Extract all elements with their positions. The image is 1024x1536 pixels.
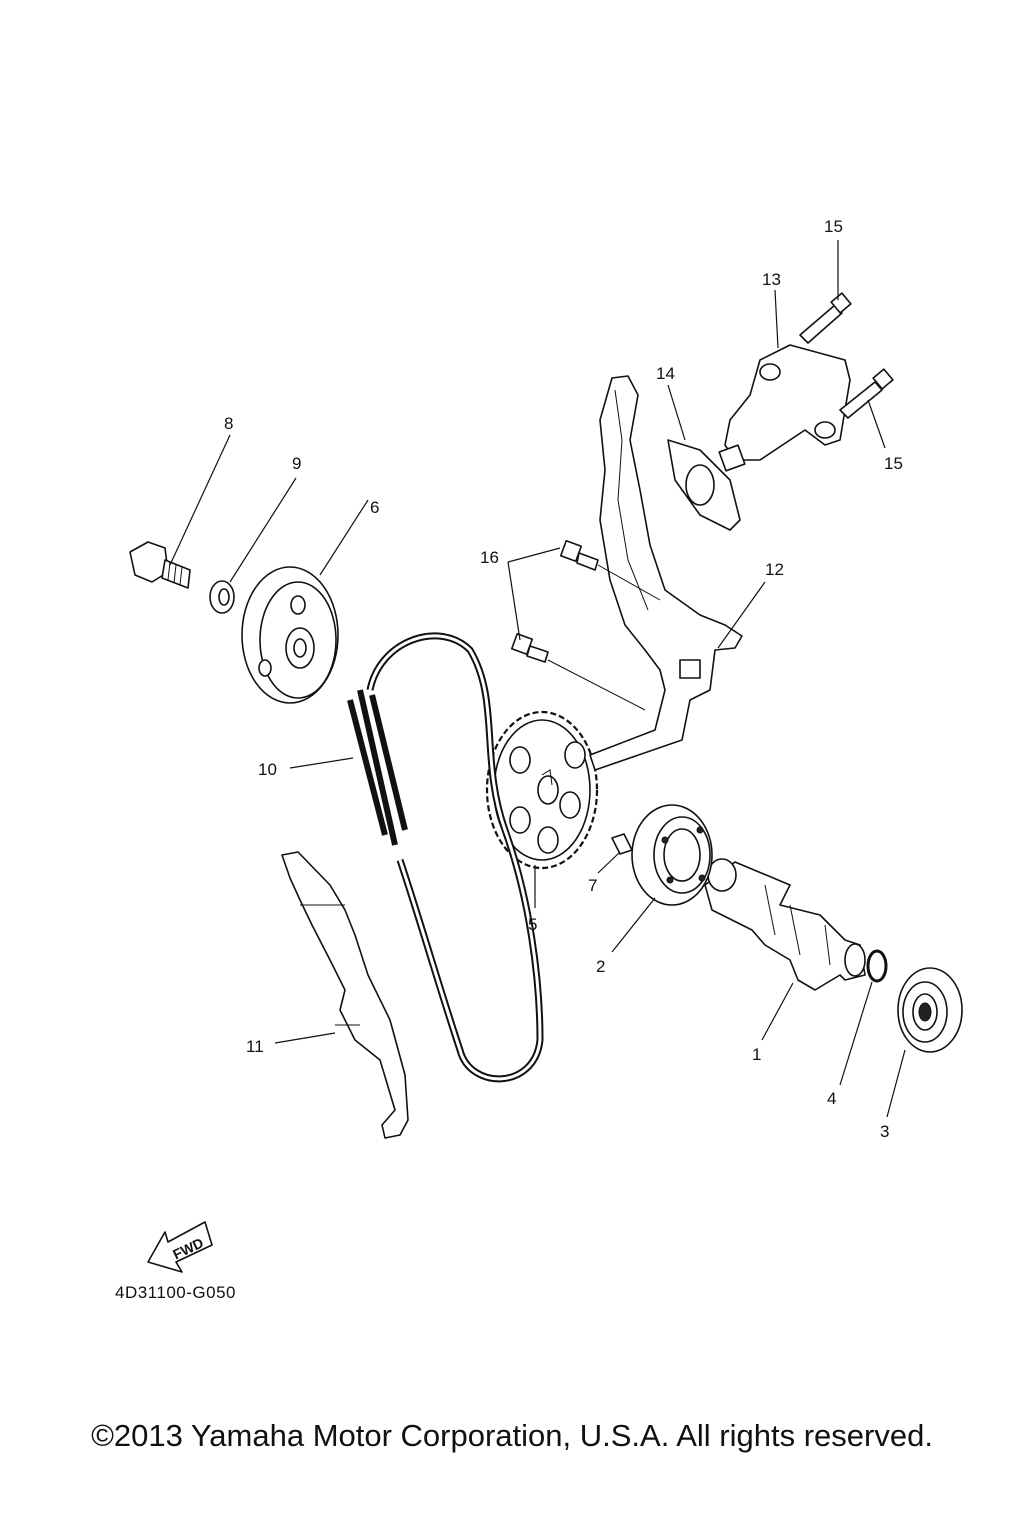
- washer: [209, 580, 235, 614]
- callout-7: 7: [588, 876, 597, 895]
- callout-2: 2: [596, 957, 605, 976]
- callout-4: 4: [827, 1089, 836, 1108]
- decompression-plate: [241, 566, 339, 704]
- callout-13: 13: [762, 270, 781, 289]
- bearing-left: [631, 804, 713, 906]
- callout-15-lower: 15: [884, 454, 903, 473]
- guide-bolt-upper: [559, 539, 599, 571]
- forward-arrow-icon: FWD: [147, 1221, 213, 1273]
- cam-chain: [347, 632, 544, 1083]
- callout-5: 5: [528, 915, 537, 934]
- diagram-code: 4D31100-G050: [115, 1283, 236, 1302]
- chain-guide-rear: [589, 375, 743, 771]
- gasket: [667, 439, 741, 531]
- leader-lines: [169, 240, 906, 1118]
- chain-tensioner: [718, 344, 851, 472]
- dowel-pin: [611, 833, 633, 855]
- bolt-upper: [799, 292, 852, 344]
- cam-sprocket: [485, 710, 599, 870]
- callout-11: 11: [246, 1037, 264, 1056]
- callout-15-upper: 15: [824, 217, 843, 236]
- callout-6: 6: [370, 498, 379, 517]
- guide-bolt-lower: [510, 632, 549, 663]
- callout-14: 14: [656, 364, 675, 383]
- callout-1: 1: [752, 1045, 761, 1064]
- callout-9: 9: [292, 454, 301, 473]
- callout-10: 10: [258, 760, 277, 779]
- chain-guide-front: [281, 851, 409, 1139]
- o-ring: [866, 949, 888, 983]
- callout-12: 12: [765, 560, 784, 579]
- camshaft: [704, 858, 866, 991]
- callout-3: 3: [880, 1122, 889, 1141]
- callout-labels: 1 2 3 4 5 6 7 8 9 10 11 12 13 14 15 15 1…: [224, 217, 903, 1141]
- callout-16: 16: [480, 548, 499, 567]
- sprocket-bolt: [129, 541, 191, 589]
- bearing-right: [897, 967, 963, 1053]
- bolt-lower: [839, 368, 894, 419]
- callout-8: 8: [224, 414, 233, 433]
- copyright-notice: ©2013 Yamaha Motor Corporation, U.S.A. A…: [91, 1418, 933, 1453]
